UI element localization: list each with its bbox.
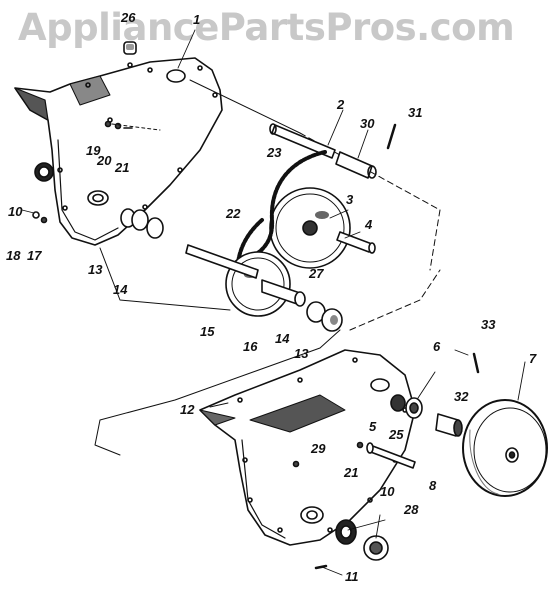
part-29-screw — [292, 460, 300, 468]
callout-8: 8 — [429, 478, 437, 493]
callout-4: 4 — [365, 217, 373, 232]
part-31-pin — [386, 123, 397, 150]
callout-32: 32 — [454, 389, 469, 404]
outline-line — [94, 329, 341, 456]
callout-29: 29 — [311, 441, 326, 456]
part-18-washer — [32, 211, 40, 219]
part-26-cap — [123, 41, 137, 55]
center-line — [349, 269, 441, 331]
callout-15: 15 — [200, 324, 215, 339]
callout-13-upper: 13 — [88, 262, 103, 277]
callout-19: 19 — [86, 143, 101, 158]
callout-20: 20 — [97, 153, 112, 168]
callout-16: 16 — [243, 339, 258, 354]
callout-2: 2 — [337, 97, 345, 112]
callout-23: 23 — [267, 145, 282, 160]
part-32-spacer — [435, 413, 463, 437]
part-10-lower-bearing — [335, 519, 357, 545]
callout-12: 12 — [180, 402, 195, 417]
leader-line — [189, 79, 301, 134]
callout-17: 17 — [27, 248, 42, 263]
callout-10-lower: 10 — [380, 484, 395, 499]
callout-33: 33 — [481, 317, 496, 332]
upper-housing-half — [14, 57, 223, 246]
callout-22: 22 — [226, 206, 241, 221]
callout-leaders — [21, 29, 526, 576]
parts-19-20-21-pins — [104, 120, 161, 131]
callout-14-lower: 14 — [275, 331, 290, 346]
part-33-screw — [472, 352, 480, 374]
callout-21-lower: 21 — [344, 465, 359, 480]
callout-10-upper: 10 — [8, 204, 23, 219]
callout-6: 6 — [433, 339, 441, 354]
part-10-upper-bearing — [34, 162, 54, 182]
callout-13-lower: 13 — [294, 346, 309, 361]
part-15-shaft — [185, 244, 259, 279]
callout-7: 7 — [529, 351, 537, 366]
part-17-nut — [40, 216, 48, 224]
watermark-text: AppliancePartsPros.com — [18, 6, 515, 49]
callout-5: 5 — [369, 419, 377, 434]
callout-28: 28 — [404, 502, 419, 517]
outline-line — [99, 247, 231, 311]
callout-3: 3 — [346, 192, 354, 207]
part-11-screw — [314, 564, 328, 570]
center-line — [429, 209, 441, 271]
parts-13-14-upper-spacers — [120, 208, 164, 239]
parts-14-13-lower-spacers — [306, 301, 343, 332]
part-8-bolt — [366, 442, 416, 469]
part-28-collar — [363, 535, 389, 561]
callout-21-upper: 21 — [115, 160, 130, 175]
callout-25: 25 — [389, 427, 404, 442]
callout-14-upper: 14 — [113, 282, 128, 297]
lower-housing-half — [199, 349, 416, 546]
part-3-sprocket — [269, 187, 351, 269]
callout-26: 26 — [121, 10, 136, 25]
part-21-screw-lower — [356, 441, 364, 449]
part-30-hub — [335, 151, 377, 179]
part-4-shaft — [336, 231, 376, 254]
callout-1: 1 — [193, 12, 201, 27]
part-7-pulley — [462, 399, 548, 497]
callout-18: 18 — [6, 248, 21, 263]
callout-11: 11 — [345, 569, 359, 584]
callout-31: 31 — [408, 105, 423, 120]
callout-30: 30 — [360, 116, 375, 131]
callout-27: 27 — [309, 266, 324, 281]
part-2-upper-shaft — [269, 123, 336, 159]
parts-5-6-25-hub — [390, 394, 423, 419]
